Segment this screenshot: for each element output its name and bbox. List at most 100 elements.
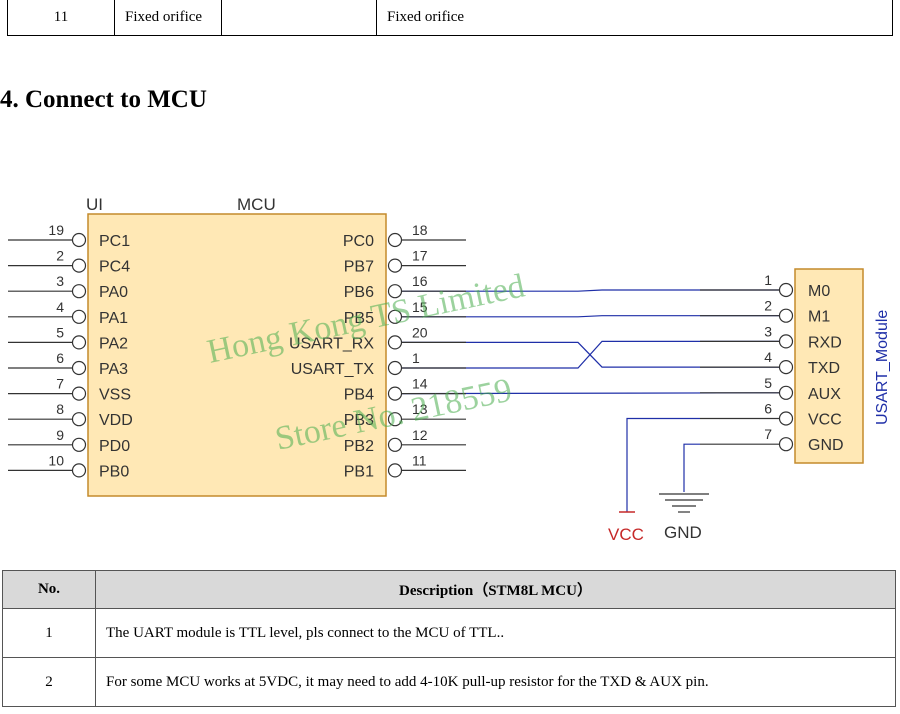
pin-name: VCC xyxy=(808,412,842,429)
pin-number: 5 xyxy=(56,324,64,340)
pin-bubble xyxy=(387,309,403,324)
table-header-row: No. Description（STM8L MCU） xyxy=(2,570,896,609)
pin-name: VSS xyxy=(99,387,131,404)
pin-name: VDD xyxy=(99,412,133,429)
ui-label: UI xyxy=(86,195,103,214)
pin-bubble xyxy=(71,258,87,273)
pin-bubble xyxy=(387,232,403,248)
pin-number: 2 xyxy=(764,298,772,314)
row-text: The UART module is TTL level, pls connec… xyxy=(95,608,896,658)
pin-no-cell: 11 xyxy=(7,0,115,36)
pin-name: PB5 xyxy=(344,310,374,327)
pin-name: PB6 xyxy=(344,284,374,301)
pin-number: 1 xyxy=(412,350,420,366)
pin-bubble xyxy=(71,360,87,376)
signal-wire xyxy=(402,315,779,318)
row-text: For some MCU works at 5VDC, it may need … xyxy=(95,657,896,707)
table-row: 1 The UART module is TTL level, pls conn… xyxy=(2,608,896,658)
pin-number: 14 xyxy=(412,376,428,392)
pin-bubble xyxy=(71,437,87,452)
signal-wire xyxy=(402,340,779,369)
mcu-body xyxy=(87,213,387,497)
pin-number: 19 xyxy=(48,222,64,238)
pin-name: PA1 xyxy=(99,310,128,327)
pin-number: 3 xyxy=(56,273,64,289)
pin-name: TXD xyxy=(808,360,840,377)
pin-bubble xyxy=(778,360,794,375)
pin-direction-cell xyxy=(221,0,377,36)
pin-number: 12 xyxy=(412,427,428,443)
pin-bubble xyxy=(387,437,403,452)
pin-name: PA0 xyxy=(99,284,128,301)
pin-name: M0 xyxy=(808,283,830,300)
pin-bubble xyxy=(71,284,87,299)
pin-name: PB2 xyxy=(344,438,374,455)
pin-number: 15 xyxy=(412,299,428,315)
pin-number: 3 xyxy=(764,323,772,339)
pin-number: 4 xyxy=(764,349,772,365)
pin-bubble xyxy=(778,437,794,452)
pin-number: 8 xyxy=(56,401,64,417)
gnd-label: GND xyxy=(664,523,702,542)
pin-name: RXD xyxy=(808,334,842,351)
pin-name: GND xyxy=(808,437,844,454)
module-label: USART_Module xyxy=(874,310,891,425)
pin-bubble xyxy=(71,463,87,478)
pin-number: 1 xyxy=(764,272,772,288)
pin-number: 13 xyxy=(412,401,428,417)
pin-name: PB1 xyxy=(344,463,374,480)
pin-bubble xyxy=(387,412,403,427)
pin-name: USART_TX xyxy=(291,361,375,378)
pin-name: PC0 xyxy=(343,233,374,250)
pin-desc-cell: Fixed orifice xyxy=(376,0,893,36)
vcc-wire xyxy=(626,417,700,512)
pin-number: 20 xyxy=(412,324,428,340)
pin-bubble xyxy=(387,463,403,478)
pin-bubble xyxy=(71,386,87,401)
pin-name: PB0 xyxy=(99,463,129,480)
pin-bubble xyxy=(778,334,794,349)
mcu-label: MCU xyxy=(237,195,276,214)
pin-number: 9 xyxy=(56,427,64,443)
pin-bubble xyxy=(387,284,403,299)
gnd-wire xyxy=(683,443,700,492)
pin-name: PA2 xyxy=(99,335,128,352)
pin-bubble xyxy=(71,309,87,324)
row-no: 1 xyxy=(2,608,96,658)
pin-name: AUX xyxy=(808,386,841,403)
pin-bubble xyxy=(778,385,794,400)
pin-number: 17 xyxy=(412,248,428,264)
pin-name: PB4 xyxy=(344,387,374,404)
pin-number: 7 xyxy=(56,376,64,392)
pin-bubble xyxy=(778,282,794,298)
pin-name: PD0 xyxy=(99,438,130,455)
pin-number: 11 xyxy=(412,452,427,468)
pin-name: PB3 xyxy=(344,412,374,429)
pin-name: PB7 xyxy=(344,259,374,276)
table-row: 11 Fixed orifice Fixed orifice xyxy=(7,0,893,36)
pin-number: 18 xyxy=(412,222,428,238)
pin-name: M1 xyxy=(808,309,830,326)
pin-number: 2 xyxy=(56,248,64,264)
pin-number: 10 xyxy=(48,452,64,468)
pin-bubble xyxy=(387,360,403,376)
pin-number: 4 xyxy=(56,299,64,315)
signal-wire xyxy=(402,289,779,292)
pin-number: 6 xyxy=(764,401,772,417)
pin-bubble xyxy=(387,258,403,273)
pin-table-tail: 11 Fixed orifice Fixed orifice xyxy=(7,0,893,36)
pin-bubble xyxy=(71,232,87,248)
pin-name: USART_RX xyxy=(289,335,374,352)
pin-bubble xyxy=(71,335,87,350)
pin-bubble xyxy=(387,335,403,350)
pin-bubble xyxy=(778,411,794,426)
pin-number: 6 xyxy=(56,350,64,366)
header-description: Description（STM8L MCU） xyxy=(95,570,896,609)
description-table: No. Description（STM8L MCU） 1 The UART mo… xyxy=(2,570,896,707)
module-body xyxy=(794,268,864,464)
section-title: 4. Connect to MCU xyxy=(0,86,207,113)
pin-bubble xyxy=(387,386,403,401)
